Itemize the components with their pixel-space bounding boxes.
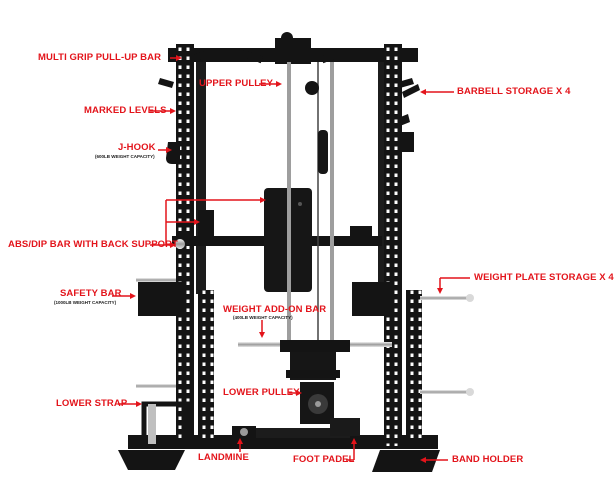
rear-uprights <box>196 62 388 294</box>
product-diagram: MULTI GRIP PULL-UP BAR UPPER PULLEY BARB… <box>8 32 614 472</box>
label-weight-plate-storage: WEIGHT PLATE STORAGE X 4 <box>474 272 614 283</box>
right-upright <box>384 44 402 446</box>
label-band-holder: BAND HOLDER <box>452 454 524 465</box>
barbell-storage-hooks <box>158 78 420 98</box>
pullup-bar-frame <box>168 32 418 64</box>
label-marked-levels: MARKED LEVELS <box>84 105 167 116</box>
foot-padel-plate <box>330 418 360 436</box>
cable-tower <box>287 62 334 352</box>
label-multi-grip-pullup-bar: MULTI GRIP PULL-UP BAR <box>38 52 162 63</box>
lower-pulley <box>300 382 334 424</box>
label-safety-bar-capacity: (1000LB WEIGHT CAPACITY) <box>54 300 117 305</box>
label-j-hook: J-HOOK <box>118 142 156 153</box>
band-holder-peg <box>402 450 416 466</box>
weight-plate-storage-pins <box>136 278 474 396</box>
j-hooks <box>166 114 414 164</box>
label-barbell-storage: BARBELL STORAGE X 4 <box>457 86 571 97</box>
label-j-hook-capacity: (600LB WEIGHT CAPACITY) <box>95 154 155 159</box>
callout-lines <box>112 55 470 463</box>
label-upper-pulley: UPPER PULLEY <box>199 78 274 89</box>
power-rack-illustration <box>112 32 474 472</box>
weight-addon-carriage <box>238 340 392 380</box>
label-weight-addon-capacity: (400LB WEIGHT CAPACITY) <box>233 315 293 320</box>
right-front-post <box>406 290 422 440</box>
label-weight-addon-bar: WEIGHT ADD-ON BAR <box>223 304 327 315</box>
lower-strap <box>141 401 191 447</box>
label-safety-bar: SAFETY BAR <box>60 288 122 299</box>
label-landmine: LANDMINE <box>198 452 249 463</box>
label-lower-strap: LOWER STRAP <box>56 398 128 409</box>
landmine <box>232 426 256 438</box>
safety-bars <box>138 282 392 316</box>
label-abs-dip-bar: ABS/DIP BAR WITH BACK SUPPORT <box>8 239 179 250</box>
label-foot-padel: FOOT PADEL <box>293 454 355 465</box>
label-lower-pulley: LOWER PULLEY <box>223 387 300 398</box>
left-front-post <box>198 290 214 440</box>
